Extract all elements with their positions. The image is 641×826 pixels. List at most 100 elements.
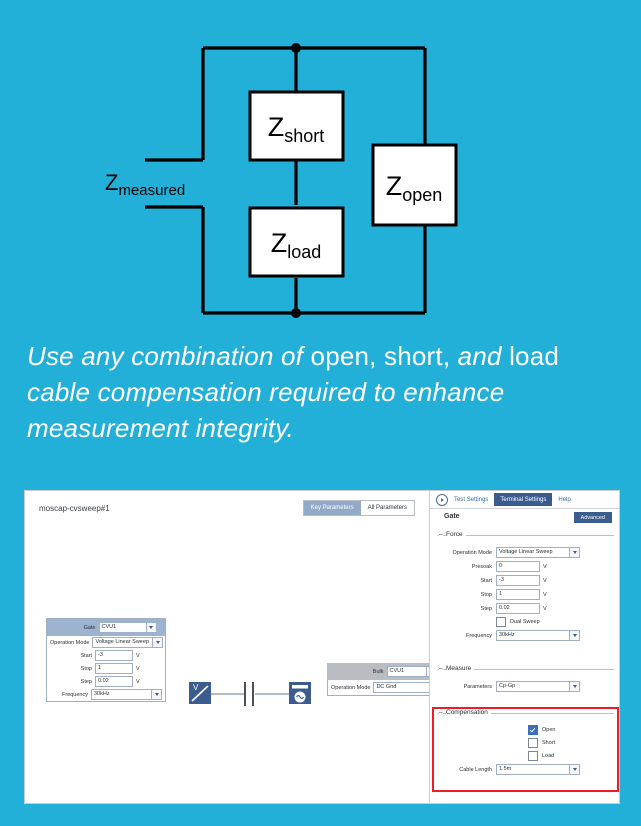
caption-seg-2: and [457, 341, 510, 371]
force-row-frequency: Frequency 30kHz [438, 630, 614, 641]
all-parameters-button[interactable]: All Parameters [360, 501, 414, 515]
force-presoak-label: Presoak [471, 563, 492, 570]
tab-terminal-settings[interactable]: Terminal Settings [494, 493, 553, 506]
caption-text: Use any combination of open, short, and … [27, 338, 607, 446]
gate-step-input[interactable]: 0.02 [95, 676, 133, 687]
compensation-row-open: Open [438, 725, 614, 735]
compensation-collapse-icon[interactable]: – [439, 709, 443, 716]
z-measured-label: Zmeasured [105, 170, 185, 199]
force-presoak-input[interactable]: 0 [496, 561, 540, 572]
compensation-row-cable-length: Cable Length 1.5m [438, 764, 614, 775]
advanced-button[interactable]: Advanced [573, 512, 612, 523]
capacitor-icon [244, 682, 254, 706]
force-row-stop: Stop 1 V [438, 589, 614, 600]
gate-start-label: Start [80, 652, 92, 659]
chevron-down-icon[interactable] [152, 689, 162, 700]
chevron-down-icon[interactable] [153, 637, 164, 648]
cable-length-value[interactable]: 1.5m [496, 764, 570, 775]
gate-start-input[interactable]: -3 [95, 650, 133, 661]
force-row-dual-sweep: Dual Sweep [438, 617, 614, 627]
z-load-block [248, 206, 345, 278]
force-start-input[interactable]: -3 [496, 575, 540, 586]
tab-test-settings[interactable]: Test Settings [454, 496, 489, 503]
bulk-terminal-value[interactable]: CVU1 [386, 666, 427, 677]
measure-group: – Measure Parameters Cp-Gp [438, 665, 614, 695]
force-start-label: Start [480, 577, 492, 584]
force-stop-input[interactable]: 1 [496, 589, 540, 600]
caption-seg-0: Use any combination of [27, 341, 311, 371]
compensation-circuit-diagram: Zshort Zload Zopen Zmeasured [105, 43, 458, 318]
force-row-start: Start -3 V [438, 575, 614, 586]
force-start-unit: V [543, 577, 547, 584]
chevron-down-icon[interactable] [570, 764, 580, 775]
gate-frequency-value[interactable]: 30kHz [91, 689, 152, 700]
bulk-operation-mode-label: Operation Mode [331, 684, 371, 691]
gate-operation-mode-select[interactable]: Voltage Linear Sweep [92, 637, 164, 648]
device-schematic: V [189, 682, 311, 706]
test-configuration-pane: moscap-cvsweep#1 Key Parameters All Para… [25, 491, 453, 803]
gate-terminal-label: Gate [83, 624, 96, 631]
force-operation-mode-select[interactable]: Voltage Linear Sweep [496, 547, 580, 558]
chevron-down-icon[interactable] [146, 622, 157, 633]
force-step-unit: V [543, 605, 547, 612]
node-bottom [291, 308, 301, 318]
load-compensation-checkbox[interactable] [528, 751, 538, 761]
key-parameters-button[interactable]: Key Parameters [303, 501, 361, 515]
open-compensation-label: Open [542, 727, 556, 733]
force-presoak-unit: V [543, 563, 547, 570]
chevron-down-icon[interactable] [570, 681, 580, 692]
instrument-software-window: moscap-cvsweep#1 Key Parameters All Para… [24, 490, 620, 804]
gate-terminal-select[interactable]: CVU1 [98, 622, 157, 633]
dual-sweep-checkbox[interactable] [496, 617, 506, 627]
measure-parameters-select[interactable]: Cp-Gp [496, 681, 580, 692]
z-short-block [248, 90, 345, 162]
z-open-block [371, 143, 458, 227]
measure-parameters-value[interactable]: Cp-Gp [496, 681, 570, 692]
bulk-terminal-card: Bulk CVU1 Operation Mode DC Gnd [327, 663, 453, 696]
compensation-group: – Compensation Open Short Load [438, 709, 614, 778]
gate-operation-mode-value[interactable]: Voltage Linear Sweep [92, 637, 154, 648]
z-open-label: Zopen [386, 171, 443, 205]
gate-operation-mode-label: Operation Mode [50, 639, 90, 646]
dual-sweep-label: Dual Sweep [510, 619, 540, 625]
force-collapse-icon[interactable]: – [439, 531, 443, 538]
force-step-label: Step [480, 605, 492, 612]
measure-parameters-label: Parameters [463, 683, 492, 690]
force-operation-mode-value[interactable]: Voltage Linear Sweep [496, 547, 570, 558]
gate-row-step: Step 0.02 V [47, 675, 165, 688]
chevron-down-icon[interactable] [570, 630, 580, 641]
tab-help[interactable]: Help [558, 496, 571, 503]
force-group: – Force Operation Mode Voltage Linear Sw… [438, 531, 614, 644]
gate-terminal-card: Gate CVU1 Operation Mode Voltage Linear … [46, 618, 166, 702]
gate-row-frequency: Frequency 30kHz [47, 688, 165, 701]
force-frequency-label: Frequency [466, 632, 492, 639]
measure-collapse-icon[interactable]: – [439, 665, 443, 672]
load-compensation-label: Load [542, 753, 555, 759]
force-operation-mode-label: Operation Mode [452, 549, 492, 556]
navigate-forward-icon[interactable] [436, 493, 448, 506]
gate-terminal-value[interactable]: CVU1 [98, 622, 147, 633]
node-top [291, 43, 301, 53]
gate-card-header: Gate CVU1 [47, 619, 165, 636]
force-frequency-value[interactable]: 30kHz [496, 630, 570, 641]
terminal-settings-pane: Test Settings Terminal Settings Help Gat… [429, 491, 619, 803]
compensation-row-short: Short [438, 738, 614, 748]
cable-length-select[interactable]: 1.5m [496, 764, 580, 775]
parameter-view-toggle[interactable]: Key Parameters All Parameters [302, 500, 415, 516]
gate-frequency-label: Frequency [62, 691, 88, 698]
force-step-input[interactable]: 0.02 [496, 603, 540, 614]
gate-step-label: Step [80, 678, 92, 685]
source-letter: V [193, 683, 199, 692]
gate-stop-input[interactable]: 1 [95, 663, 133, 674]
gate-start-unit: V [136, 652, 140, 659]
caption-seg-1: open, short, [310, 341, 458, 371]
compensation-row-load: Load [438, 751, 614, 761]
force-frequency-select[interactable]: 30kHz [496, 630, 580, 641]
open-compensation-checkbox[interactable] [528, 725, 538, 735]
z-load-label: Zload [271, 228, 322, 262]
measure-group-title: Measure [446, 665, 475, 672]
chevron-down-icon[interactable] [570, 547, 580, 558]
gate-frequency-select[interactable]: 30kHz [91, 689, 162, 700]
force-group-title: Force [446, 531, 466, 538]
short-compensation-checkbox[interactable] [528, 738, 538, 748]
